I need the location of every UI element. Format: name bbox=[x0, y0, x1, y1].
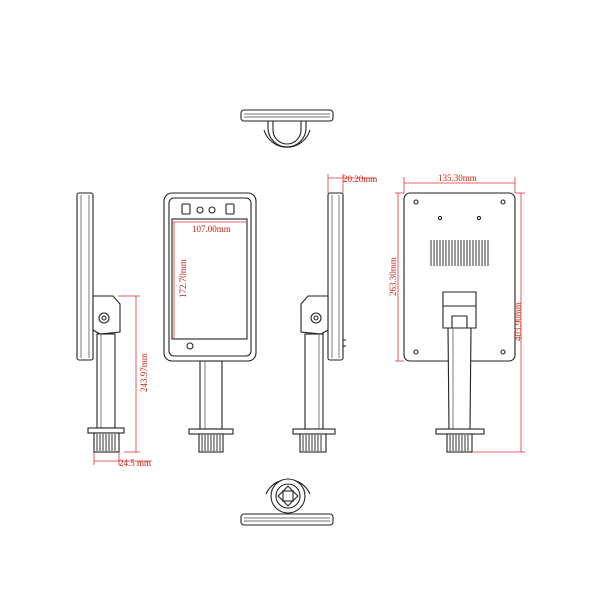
vent-grille bbox=[430, 240, 489, 266]
front-view: 107.00mm 172.70mm bbox=[163, 192, 257, 453]
depth-dim: 20.20mm bbox=[343, 174, 377, 184]
screen-height-dim: 172.70mm bbox=[178, 259, 188, 298]
top-view bbox=[240, 109, 334, 148]
back-width-dim: 135.30mm bbox=[438, 173, 477, 183]
right-side-view: 20.20mm bbox=[292, 174, 377, 453]
stand-height-dim: 243.97mm bbox=[139, 353, 149, 392]
screen-width-dim: 107.00mm bbox=[192, 224, 231, 234]
total-height-dim: 403.90mm bbox=[513, 302, 523, 341]
back-view: 135.30mm 263.30mm 403.90mm bbox=[388, 173, 525, 453]
bottom-view bbox=[240, 478, 334, 526]
left-side-view: 243.97mm 24.5 mm bbox=[76, 192, 152, 468]
base-width-dim: 24.5 mm bbox=[119, 458, 151, 468]
back-height-dim: 263.30mm bbox=[388, 257, 398, 296]
